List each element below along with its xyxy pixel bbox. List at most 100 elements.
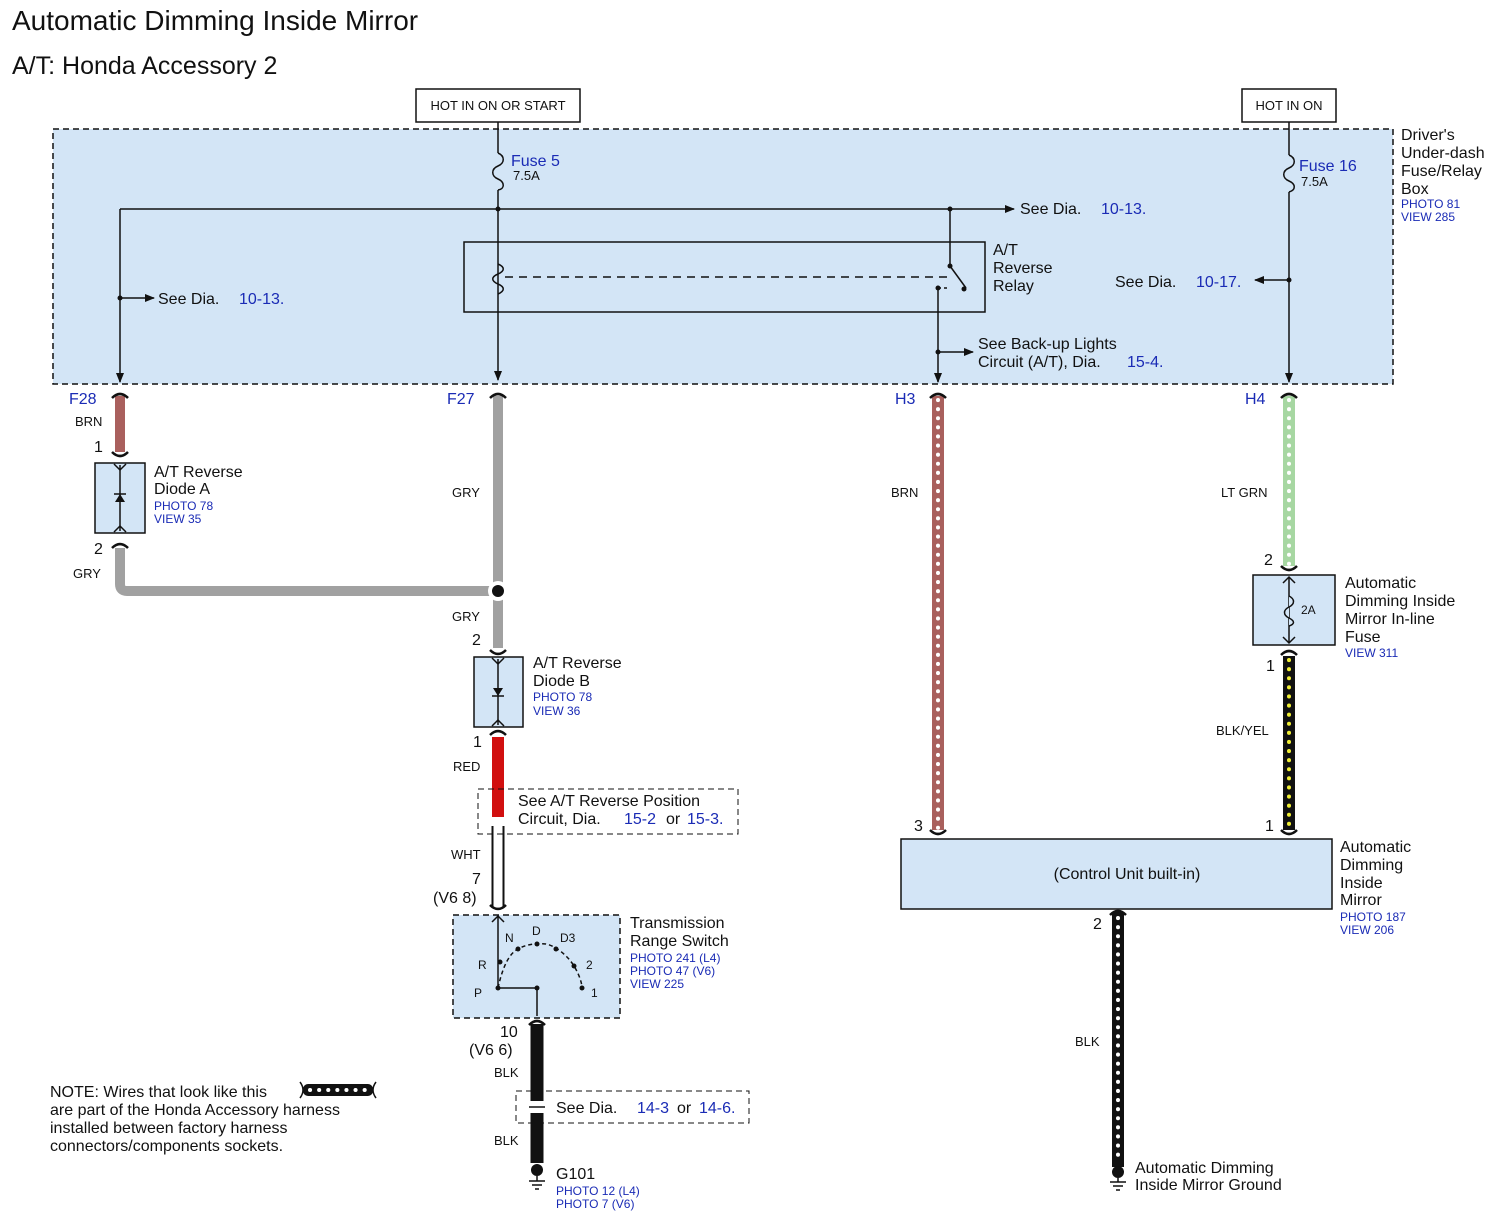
junction-dot: [495, 206, 501, 212]
switch-position-d3: [553, 946, 559, 952]
power-label-left: HOT IN ON OR START: [415, 88, 581, 123]
ref-left-link[interactable]: 10-13.: [239, 291, 284, 308]
ref-top-prefix: See Dia.: [1020, 201, 1081, 218]
inline-fuse: [1252, 574, 1336, 646]
fuse-box-label: Driver's Under-dash Fuse/Relay Box PHOTO…: [1401, 127, 1485, 224]
inline-fuse-pin-top: 2: [1264, 552, 1273, 569]
terminal-h4: H4: [1245, 391, 1266, 408]
junction-dot: [947, 206, 953, 212]
mirror-name-1: Automatic: [1340, 839, 1411, 856]
wire-label-mirror-blk: BLK: [1075, 1034, 1100, 1049]
ref-left-prefix: See Dia.: [158, 291, 219, 308]
wire-label-gry-to-b: GRY: [452, 609, 480, 624]
reverse-position-link-2[interactable]: 15-3.: [687, 811, 723, 828]
fuse-5: [492, 122, 504, 381]
diode-a-pin-top: 1: [94, 439, 103, 456]
fuse-5-rating: 7.5A: [513, 168, 540, 183]
reverse-position-line1: See A/T Reverse Position: [518, 793, 700, 810]
note-line-3: installed between factory harness: [50, 1120, 287, 1137]
diode-b-view: VIEW 36: [533, 704, 581, 718]
wire-label-h4-ltgrn: LT GRN: [1221, 485, 1267, 500]
switch-position-2: [571, 963, 577, 969]
inline-fuse-pin-bottom: 1: [1266, 658, 1275, 675]
mirror-pin-right: 1: [1265, 818, 1274, 835]
trans-switch-pin-top-v6: (V6 8): [433, 890, 477, 907]
ref-backup-line2: Circuit (A/T), Dia.: [978, 354, 1101, 371]
junction-dot: [1286, 277, 1292, 283]
fuse-box-name-4: Box: [1401, 181, 1429, 198]
relay-output-line: [934, 288, 974, 383]
ground-ref-box: [515, 1090, 750, 1124]
ground-ref-link-2[interactable]: 14-6.: [699, 1100, 735, 1117]
ground-ref-or: or: [677, 1100, 692, 1117]
ref-backup-line1: See Back-up Lights: [978, 336, 1117, 353]
ground-ref-link-1[interactable]: 14-3: [637, 1100, 669, 1117]
trans-switch-photo-2: PHOTO 47 (V6): [630, 964, 715, 978]
wire-label-blk-2: BLK: [494, 1133, 519, 1148]
g101-name: G101: [556, 1166, 595, 1183]
switch-position-1: [579, 985, 585, 991]
page-title: Automatic Dimming Inside Mirror: [12, 5, 418, 36]
ref-backup-link[interactable]: 15-4.: [1127, 354, 1163, 371]
mirror-ground-icon: [1110, 1166, 1126, 1191]
wire-diode-a-gry: [115, 548, 498, 596]
ref-right-link[interactable]: 10-17.: [1196, 274, 1241, 291]
fuse-5-name: Fuse 5: [511, 153, 560, 170]
fuse-box-view: VIEW 285: [1401, 210, 1455, 224]
diode-b-name-1: A/T Reverse: [533, 655, 622, 672]
terminal-h3: H3: [895, 391, 916, 408]
reverse-position-or: or: [666, 811, 681, 828]
switch-label-d3: D3: [560, 931, 576, 945]
wire-segments: [115, 396, 1295, 1167]
diode-a-pin-bottom: 2: [94, 541, 103, 558]
reverse-position-link-1[interactable]: 15-2: [624, 811, 656, 828]
fuse-16-rating: 7.5A: [1301, 174, 1328, 189]
mirror-pin-ground: 2: [1093, 916, 1102, 933]
mirror-pin-left: 3: [914, 818, 923, 835]
fuse-box-name-2: Under-dash: [1401, 145, 1485, 162]
accessory-wire-sample-icon: [299, 1081, 377, 1099]
power-label-left-text: HOT IN ON OR START: [430, 98, 565, 113]
mirror-photo: PHOTO 187: [1340, 910, 1406, 924]
switch-label-r: R: [478, 958, 487, 972]
relay-name-1: A/T: [993, 242, 1018, 259]
trans-switch-view: VIEW 225: [630, 977, 684, 991]
relay-contact: [947, 263, 953, 269]
trans-switch-pin-bottom: 10: [500, 1024, 518, 1041]
switch-position-p: [495, 985, 501, 991]
switch-position-n: [515, 946, 521, 952]
terminal-f27: F27: [447, 391, 475, 408]
splice-junction-dot: [492, 585, 504, 597]
note-line-1: NOTE: Wires that look like this: [50, 1084, 267, 1101]
ref-top-link[interactable]: 10-13.: [1101, 201, 1146, 218]
inline-fuse-name-1: Automatic: [1345, 575, 1416, 592]
diode-a-photo: PHOTO 78: [154, 499, 213, 513]
fuse-relay-box: [52, 128, 1394, 385]
ground-ref-prefix: See Dia.: [556, 1100, 617, 1117]
wire-label-red: RED: [453, 759, 480, 774]
trans-switch-name-2: Range Switch: [630, 933, 729, 950]
switch-label-d: D: [532, 924, 541, 938]
mirror-name-4: Mirror: [1340, 892, 1382, 909]
fuse-box-name-3: Fuse/Relay: [1401, 163, 1482, 180]
inline-fuse-rating: 2A: [1301, 603, 1316, 617]
diode-b-pin-bottom: 1: [473, 734, 482, 751]
page-subtitle: A/T: Honda Accessory 2: [12, 52, 277, 80]
reverse-position-ref-box: [477, 788, 739, 835]
inline-fuse-view: VIEW 311: [1345, 646, 1398, 660]
reverse-position-break: [490, 818, 506, 826]
terminal-f28: F28: [69, 391, 97, 408]
switch-position-d: [534, 941, 540, 947]
diode-a-view: VIEW 35: [154, 512, 202, 526]
switch-label-n: N: [505, 931, 514, 945]
trans-switch-pin-top: 7: [472, 871, 481, 888]
diode-a-name-1: A/T Reverse: [154, 464, 243, 481]
fuse-16-name: Fuse 16: [1299, 158, 1357, 175]
switch-position-r: [497, 959, 503, 965]
relay-name-3: Relay: [993, 278, 1034, 295]
trans-switch-pin-bottom-v6: (V6 6): [469, 1042, 513, 1059]
fuse-box-photo: PHOTO 81: [1401, 197, 1460, 211]
g101-photo-1: PHOTO 12 (L4): [556, 1184, 640, 1198]
switch-common: [534, 985, 540, 991]
